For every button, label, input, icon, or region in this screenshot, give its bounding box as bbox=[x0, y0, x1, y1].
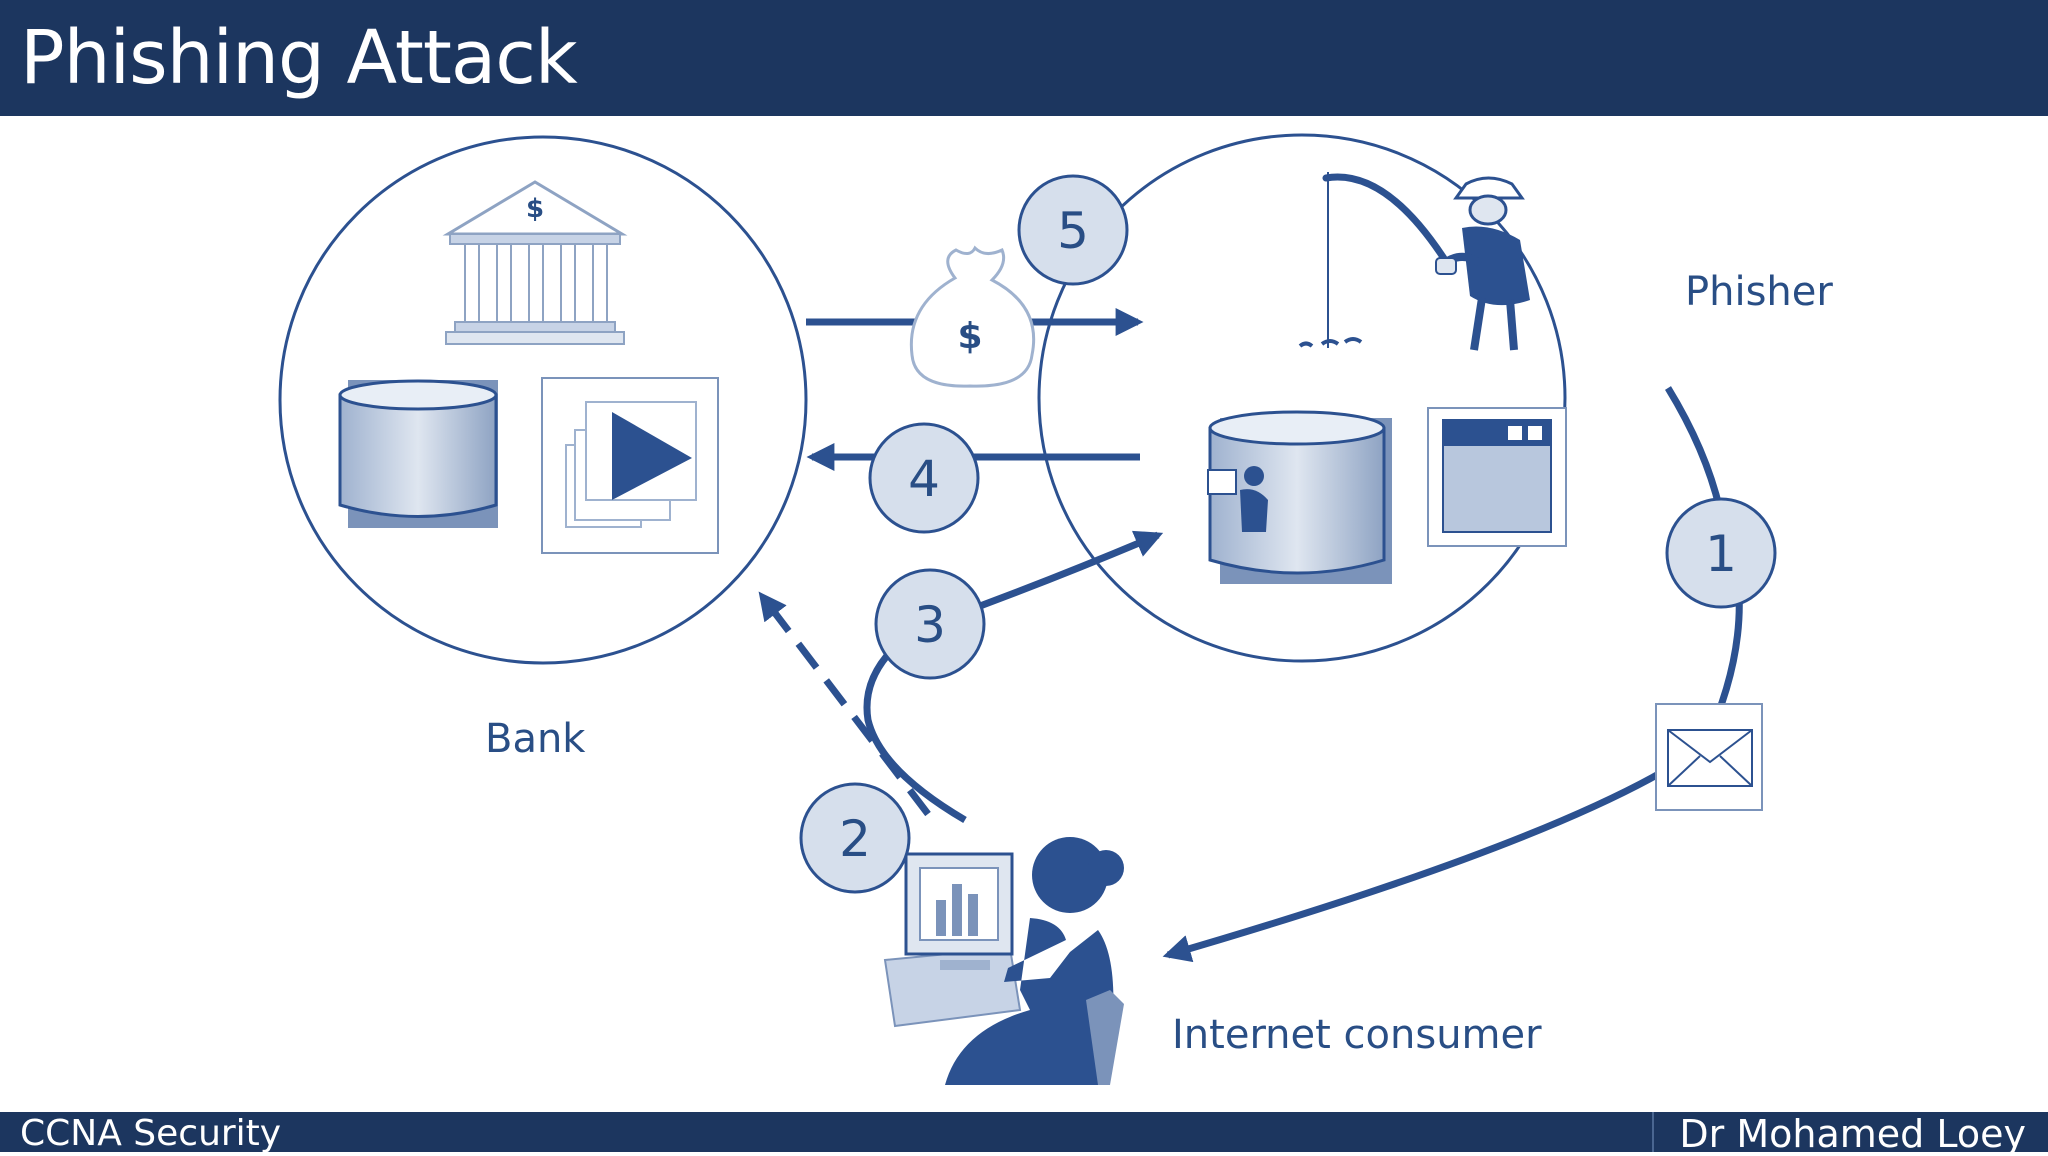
database-icon bbox=[338, 379, 498, 528]
svg-text:2: 2 bbox=[839, 810, 871, 868]
money-bag-dollar-sign: $ bbox=[957, 316, 982, 357]
course-name: CCNA Security bbox=[20, 1113, 282, 1154]
presentation-icon bbox=[541, 377, 719, 554]
bank-label: Bank bbox=[485, 716, 586, 762]
svg-text:3: 3 bbox=[914, 596, 946, 654]
author-name: Dr Mohamed Loey bbox=[1679, 1112, 2026, 1156]
svg-text:5: 5 bbox=[1057, 202, 1089, 260]
bank-dollar-sign: $ bbox=[526, 194, 544, 224]
svg-text:4: 4 bbox=[908, 450, 940, 508]
browser-window-icon bbox=[1427, 407, 1567, 547]
consumer-label: Internet consumer bbox=[1172, 1012, 1542, 1058]
step-badge-5: 5 bbox=[1017, 174, 1129, 286]
step-badge-3: 3 bbox=[874, 568, 986, 680]
footer-bar: CCNA Security Dr Mohamed Loey bbox=[0, 1112, 2048, 1156]
page-title: Phishing Attack bbox=[20, 15, 578, 101]
svg-text:1: 1 bbox=[1705, 525, 1737, 583]
phisher-database-icon bbox=[1207, 410, 1392, 584]
step-badge-2: 2 bbox=[799, 782, 911, 894]
consumer-at-computer-icon bbox=[883, 837, 1124, 1085]
phisher-label: Phisher bbox=[1685, 269, 1833, 315]
bank-building-icon: $ bbox=[442, 180, 628, 345]
step-badge-1: 1 bbox=[1665, 497, 1777, 609]
header-bar: Phishing Attack bbox=[0, 0, 2048, 116]
fisherman-icon bbox=[1298, 172, 1530, 351]
step-badge-4: 4 bbox=[868, 422, 980, 534]
money-bag-icon: $ bbox=[909, 245, 1036, 388]
footer-divider bbox=[1652, 1112, 1654, 1152]
envelope-icon bbox=[1655, 703, 1763, 811]
